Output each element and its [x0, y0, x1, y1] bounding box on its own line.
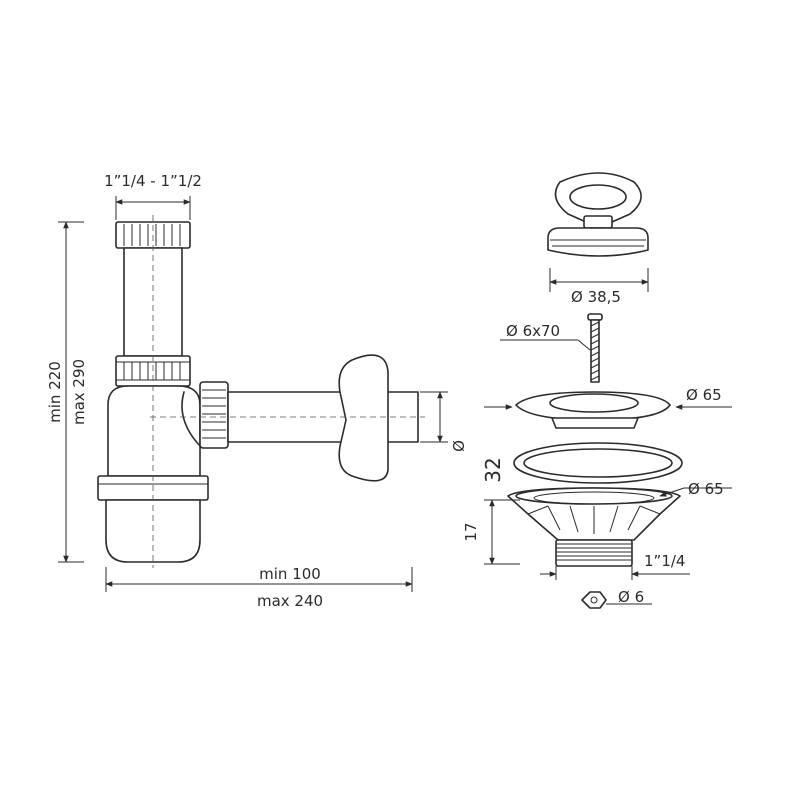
outlet-size-label: 32: [481, 457, 505, 482]
drain-body: Ø 65: [507, 480, 732, 567]
outlet-diameter-label: Ø: [450, 440, 468, 452]
height-max-label: max 290: [70, 359, 88, 425]
dim-outlet: Ø 32: [420, 391, 505, 483]
outlet-nut: [199, 381, 229, 449]
gasket: [513, 442, 683, 484]
plug-diameter-label: Ø 38,5: [571, 288, 621, 306]
drain-plug: [547, 172, 649, 257]
wall-rosette: [338, 354, 389, 482]
nut-label: Ø 6: [618, 588, 644, 606]
bottle-body: [107, 385, 201, 477]
length-max-label: max 240: [257, 592, 323, 610]
inlet-thread-label: 1”1/4 - 1”1/2: [104, 172, 202, 190]
screw-label: Ø 6x70: [506, 322, 560, 340]
dim-inlet-thread: 1”1/4 - 1”1/2: [104, 172, 202, 220]
dim-length: min 100 max 240: [105, 565, 413, 610]
dim-height: min 220 max 290: [46, 221, 88, 563]
dim-plug: Ø 38,5: [549, 268, 649, 306]
height-min-label: min 220: [46, 361, 64, 423]
body-height-label: 17: [462, 522, 480, 541]
small-nut: Ø 6: [581, 588, 652, 609]
dim-body-height: 17: [462, 499, 520, 565]
screw: Ø 6x70: [500, 313, 603, 383]
flange-bottom-label: Ø 65: [688, 480, 724, 498]
bottle-siphon: [97, 215, 425, 568]
length-min-label: min 100: [259, 565, 321, 583]
thread-label: 1”1/4: [644, 552, 685, 570]
top-flange: Ø 65: [484, 386, 732, 429]
flange-top-label: Ø 65: [686, 386, 722, 404]
dim-thread: 1”1/4: [540, 552, 690, 580]
